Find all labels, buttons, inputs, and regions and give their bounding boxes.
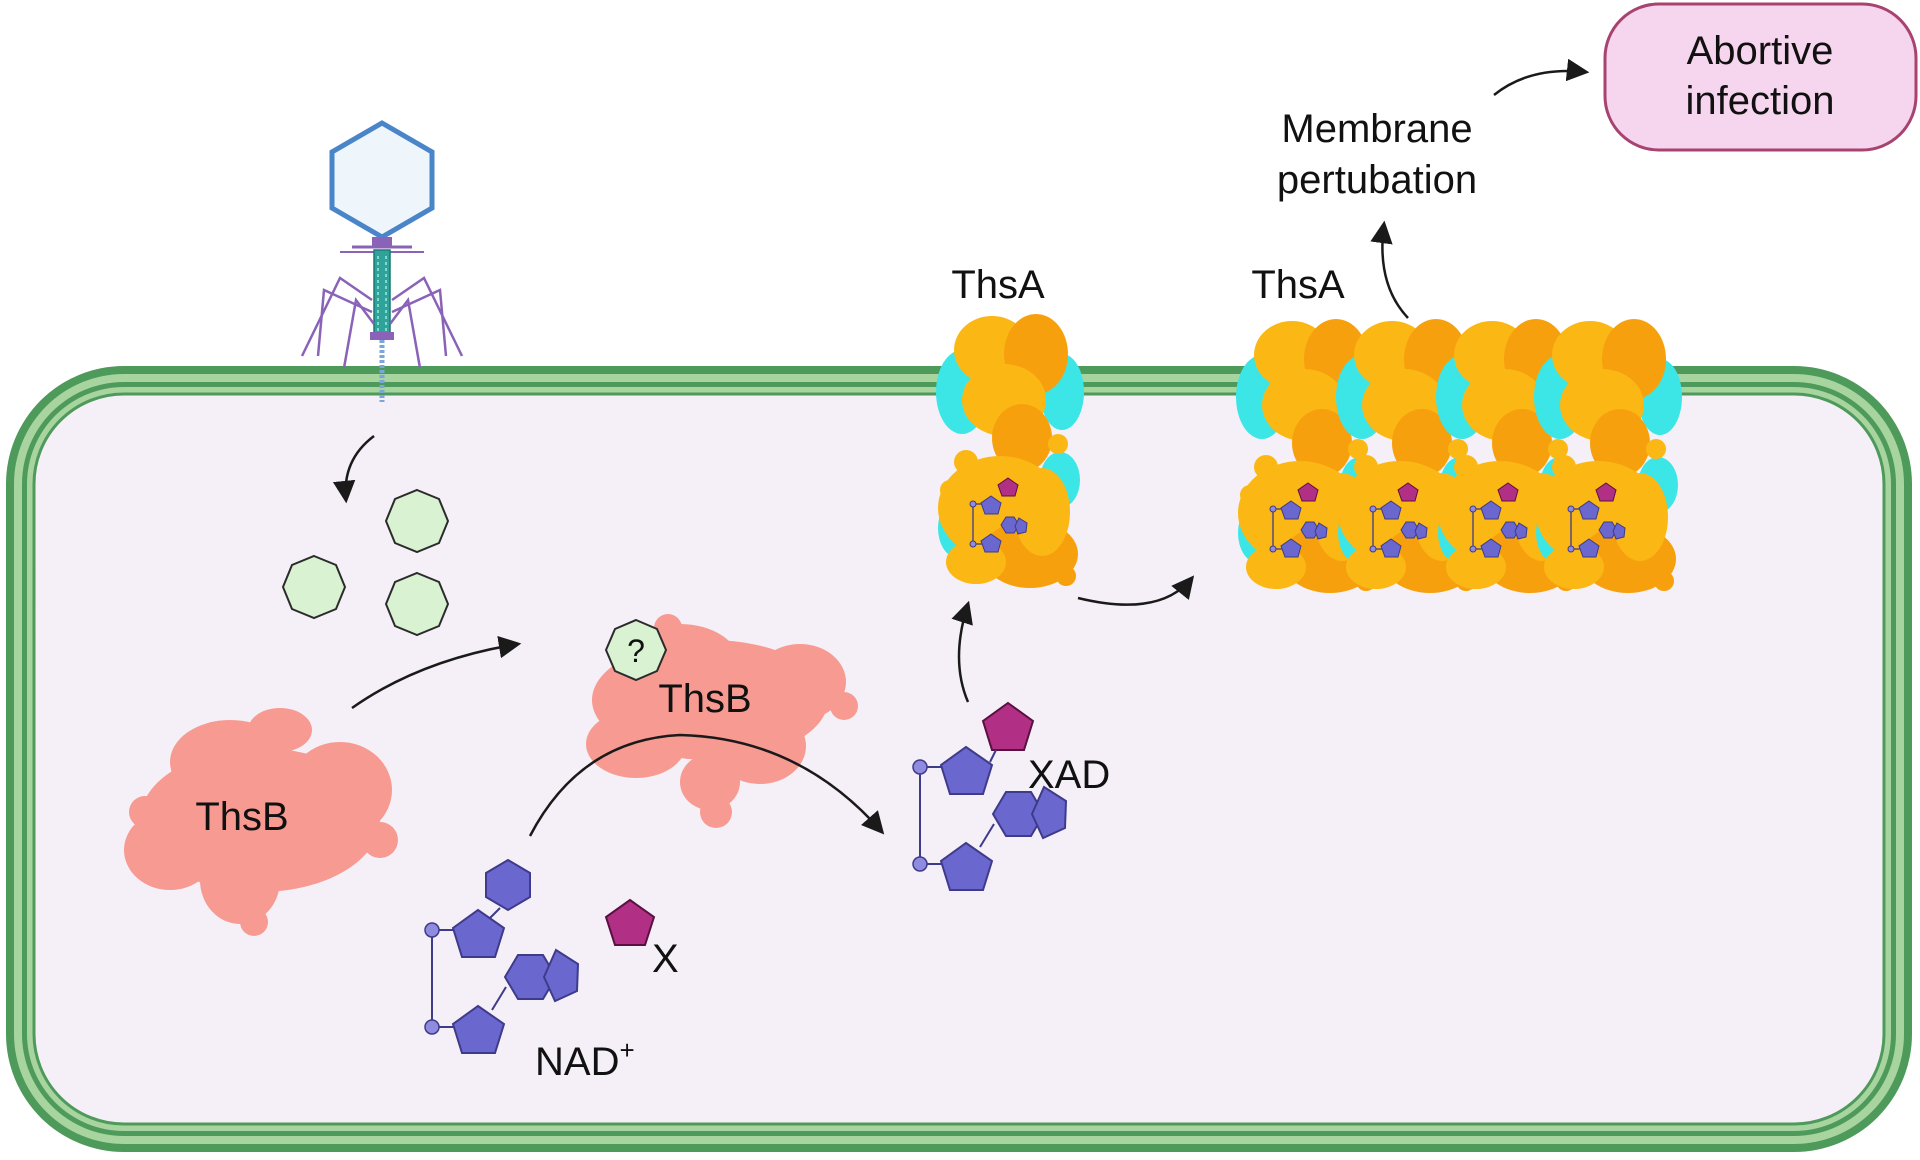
thsb-bound-label: ThsB xyxy=(658,677,751,721)
xad-label: XAD xyxy=(1028,753,1110,797)
abortive-line1: Abortive xyxy=(1687,29,1834,73)
x-label: X xyxy=(652,937,679,981)
arrow-icon xyxy=(528,733,885,837)
arrow-icon xyxy=(1077,575,1195,606)
thsa-filament-label: ThsA xyxy=(1251,263,1345,307)
arrow-icon xyxy=(951,600,973,703)
thsb-protein-icon: ThsB xyxy=(124,708,398,936)
thsb-free-label: ThsB xyxy=(195,795,288,839)
arrow-icon xyxy=(1493,58,1590,96)
thsa-filament-icon: ThsA xyxy=(1236,263,1682,593)
signal-molecule-icon xyxy=(281,554,347,620)
nad-label: NAD+ xyxy=(535,1035,635,1084)
thsa-single-label: ThsA xyxy=(951,263,1045,307)
phage-icon xyxy=(300,120,464,402)
signal-molecules xyxy=(281,488,450,637)
membrane-perturbation-label: Membrane pertubation xyxy=(1277,107,1477,202)
question-mark: ? xyxy=(627,633,645,669)
thsb-bound-protein-icon: ? ThsB xyxy=(586,614,858,828)
x-molecule-icon: X xyxy=(604,898,679,981)
membrane-line1: Membrane xyxy=(1281,107,1472,151)
xad-molecule-icon: XAD xyxy=(912,701,1110,891)
thsa-protein-icon: ThsA xyxy=(936,263,1084,588)
arrow-icon xyxy=(1370,220,1409,319)
nad-molecule-icon: NAD+ xyxy=(424,858,635,1084)
signal-molecule-icon xyxy=(384,571,450,637)
abortive-line2: infection xyxy=(1686,79,1835,123)
arrow-icon xyxy=(351,635,522,710)
signal-molecule-icon xyxy=(384,488,450,554)
bound-signal-molecule-icon xyxy=(604,618,668,682)
arrows xyxy=(332,58,1590,837)
abortive-infection-box: Abortive infection xyxy=(1603,2,1918,152)
abortive-infection-outline xyxy=(1603,2,1918,152)
membrane-line2: pertubation xyxy=(1277,158,1477,202)
arrow-icon xyxy=(332,435,375,504)
